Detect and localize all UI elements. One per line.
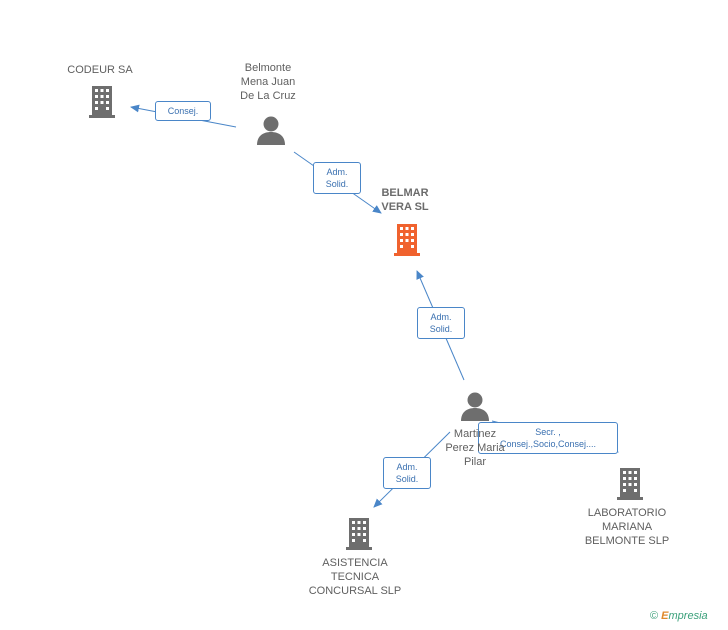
- edge-label-adm-solid-1[interactable]: Adm. Solid.: [313, 162, 361, 194]
- node-label: Belmonte Mena Juan De La Cruz: [240, 62, 296, 102]
- edge-label-consej[interactable]: Consej.: [155, 101, 211, 121]
- node-martinez[interactable]: Martinez Perez Maria Pilar: [420, 427, 530, 469]
- building-icon: [617, 468, 643, 500]
- building-icon: [394, 224, 420, 256]
- node-codeur[interactable]: CODEUR SA: [40, 63, 160, 77]
- node-label: BELMAR VERA SL: [381, 187, 429, 213]
- footer-brand: © Empresia: [650, 610, 708, 622]
- node-belmonte-mena[interactable]: Belmonte Mena Juan De La Cruz: [213, 61, 323, 103]
- building-icon: [89, 86, 115, 118]
- node-label: CODEUR SA: [67, 64, 133, 76]
- brand-logo-text: mpresia: [668, 610, 708, 622]
- node-label: LABORATORIO MARIANA BELMONTE SLP: [584, 507, 670, 547]
- node-asistencia[interactable]: ASISTENCIA TECNICA CONCURSAL SLP: [295, 556, 415, 598]
- edge-label-secr-consej[interactable]: Secr. , Consej.,Socio,Consej....: [478, 422, 618, 454]
- person-icon: [257, 116, 285, 145]
- edge-label-adm-solid-3[interactable]: Adm. Solid.: [383, 457, 431, 489]
- node-belmar[interactable]: BELMAR VERA SL: [355, 186, 455, 214]
- node-label: Martinez Perez Maria Pilar: [445, 428, 505, 468]
- person-icon: [461, 392, 489, 421]
- copyright-symbol: ©: [650, 610, 659, 622]
- building-icon: [346, 518, 372, 550]
- edge-label-adm-solid-2[interactable]: Adm. Solid.: [417, 307, 465, 339]
- node-laboratorio[interactable]: LABORATORIO MARIANA BELMONTE SLP: [572, 506, 682, 548]
- brand-logo-initial: E: [661, 610, 669, 622]
- node-label: ASISTENCIA TECNICA CONCURSAL SLP: [308, 557, 402, 597]
